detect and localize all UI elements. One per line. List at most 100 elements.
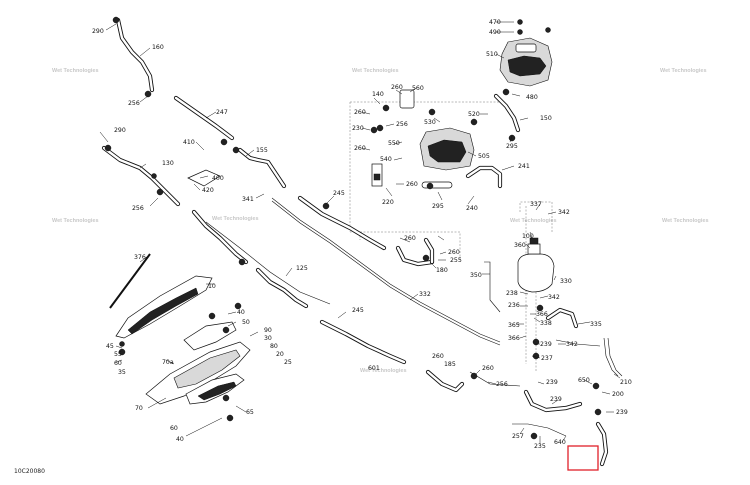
callout-label[interactable]: 366 xyxy=(508,335,520,342)
callout-label[interactable]: 295 xyxy=(432,203,444,210)
callout-label[interactable]: 350 xyxy=(470,272,482,279)
callout-label[interactable]: 160 xyxy=(152,44,164,51)
callout-label[interactable]: 337 xyxy=(530,201,542,208)
watermark: Wet Technologies xyxy=(660,68,707,74)
callout-label[interactable]: 70 xyxy=(135,405,143,412)
callout-label[interactable]: 295 xyxy=(506,143,518,150)
callout-label[interactable]: 480 xyxy=(526,94,538,101)
callout-label[interactable]: 235 xyxy=(534,443,546,450)
callout-label[interactable]: 238 xyxy=(506,290,518,297)
callout-label[interactable]: 239 xyxy=(546,379,558,386)
callout-label[interactable]: 35 xyxy=(118,369,126,376)
callout-label[interactable]: 341 xyxy=(242,196,254,203)
callout-label[interactable]: 376 xyxy=(134,254,146,261)
callout-label[interactable]: 30 xyxy=(264,335,272,342)
diagram-code: 10C20080 xyxy=(14,468,45,475)
watermark: Wet Technologies xyxy=(52,68,99,74)
callout-label[interactable]: 60 xyxy=(114,360,122,367)
callout-label[interactable]: 560 xyxy=(412,85,424,92)
callout-label[interactable]: 257 xyxy=(512,433,524,440)
callout-label[interactable]: 50 xyxy=(242,319,250,326)
callout-label[interactable]: 400 xyxy=(212,175,224,182)
callout-label[interactable]: 240 xyxy=(466,205,478,212)
callout-label[interactable]: 185 xyxy=(444,361,456,368)
callout-label[interactable]: 55 xyxy=(114,351,122,358)
callout-label[interactable]: 360 xyxy=(514,242,526,249)
callout-label[interactable]: 40 xyxy=(237,309,245,316)
callout-label[interactable]: 237 xyxy=(541,355,553,362)
callout-label[interactable]: 260 xyxy=(391,84,403,91)
callout-label[interactable]: 490 xyxy=(489,29,501,36)
callout-label[interactable]: 230 xyxy=(352,125,364,132)
callout-label[interactable]: 330 xyxy=(560,278,572,285)
callout-label[interactable]: 342 xyxy=(548,294,560,301)
callout-label[interactable]: 256 xyxy=(496,381,508,388)
callout-label[interactable]: 140 xyxy=(372,91,384,98)
callout-label[interactable]: 40 xyxy=(176,436,184,443)
callout-label[interactable]: 70a xyxy=(162,359,174,366)
callout-label[interactable]: 256 xyxy=(132,205,144,212)
callout-label[interactable]: 245 xyxy=(352,307,364,314)
callout-label[interactable]: 60 xyxy=(170,425,178,432)
callout-label[interactable]: 640 xyxy=(554,439,566,446)
callout-label[interactable]: 150 xyxy=(540,115,552,122)
callout-label[interactable]: 290 xyxy=(114,127,126,134)
callout-label[interactable]: 470 xyxy=(489,19,501,26)
callout-label[interactable]: 180 xyxy=(436,267,448,274)
callout-label[interactable]: 410 xyxy=(183,139,195,146)
callout-label[interactable]: 236 xyxy=(508,302,520,309)
callout-label[interactable]: 420 xyxy=(202,187,214,194)
callout-label[interactable]: 332 xyxy=(419,291,431,298)
callout-label[interactable]: 510 xyxy=(486,51,498,58)
callout-label[interactable]: 256 xyxy=(128,100,140,107)
callout-label[interactable]: 260 xyxy=(354,145,366,152)
callout-label[interactable]: 530 xyxy=(424,119,436,126)
watermark: Wet Technologies xyxy=(352,68,399,74)
callout-label[interactable]: 256 xyxy=(396,121,408,128)
callout-label[interactable]: 260 xyxy=(406,181,418,188)
callout-label[interactable]: 260 xyxy=(404,235,416,242)
callout-label[interactable]: 130 xyxy=(162,160,174,167)
watermark: Wet Technologies xyxy=(212,216,259,222)
callout-label[interactable]: 342 xyxy=(558,209,570,216)
callout-label[interactable]: 10 xyxy=(208,283,216,290)
callout-label[interactable]: 365 xyxy=(508,322,520,329)
callout-label[interactable]: 335 xyxy=(590,321,602,328)
callout-label[interactable]: 239 xyxy=(540,341,552,348)
callout-label[interactable]: 342 xyxy=(566,341,578,348)
callout-label[interactable]: 65 xyxy=(246,409,254,416)
watermark: Wet Technologies xyxy=(360,368,407,374)
callout-label[interactable]: 366 xyxy=(536,311,548,318)
callout-label[interactable]: 260 xyxy=(482,365,494,372)
callout-label[interactable]: 239 xyxy=(616,409,628,416)
callout-label[interactable]: 241 xyxy=(518,163,530,170)
callout-label[interactable]: 20 xyxy=(276,351,284,358)
callout-label[interactable]: 245 xyxy=(333,190,345,197)
callout-label[interactable]: 25 xyxy=(284,359,292,366)
callout-label[interactable]: 520 xyxy=(468,111,480,118)
callout-label[interactable]: 125 xyxy=(296,265,308,272)
callout-label[interactable]: 100 xyxy=(522,233,534,240)
callout-label[interactable]: 255 xyxy=(450,257,462,264)
callout-label[interactable]: 220 xyxy=(382,199,394,206)
callout-label[interactable]: 260 xyxy=(354,109,366,116)
callout-label[interactable]: 338 xyxy=(540,320,552,327)
callout-label[interactable]: 550 xyxy=(388,140,400,147)
callout-label[interactable]: 239 xyxy=(550,396,562,403)
hoses xyxy=(101,17,623,467)
callout-label[interactable]: 650 xyxy=(578,377,590,384)
callout-label[interactable]: 200 xyxy=(612,391,624,398)
callout-label[interactable]: 80 xyxy=(270,343,278,350)
callout-label[interactable]: 90 xyxy=(264,327,272,334)
callout-label[interactable]: 260 xyxy=(448,249,460,256)
callout-label[interactable]: 601 xyxy=(368,365,380,372)
callout-label[interactable]: 155 xyxy=(256,147,268,154)
callout-label[interactable]: 260 xyxy=(432,353,444,360)
callout-label[interactable]: 45 xyxy=(106,343,114,350)
callout-label[interactable]: 247 xyxy=(216,109,228,116)
callout-label[interactable]: 540 xyxy=(380,156,392,163)
callout-label[interactable]: 210 xyxy=(620,379,632,386)
callout-label[interactable]: 505 xyxy=(478,153,490,160)
callout-label[interactable]: 290 xyxy=(92,28,104,35)
